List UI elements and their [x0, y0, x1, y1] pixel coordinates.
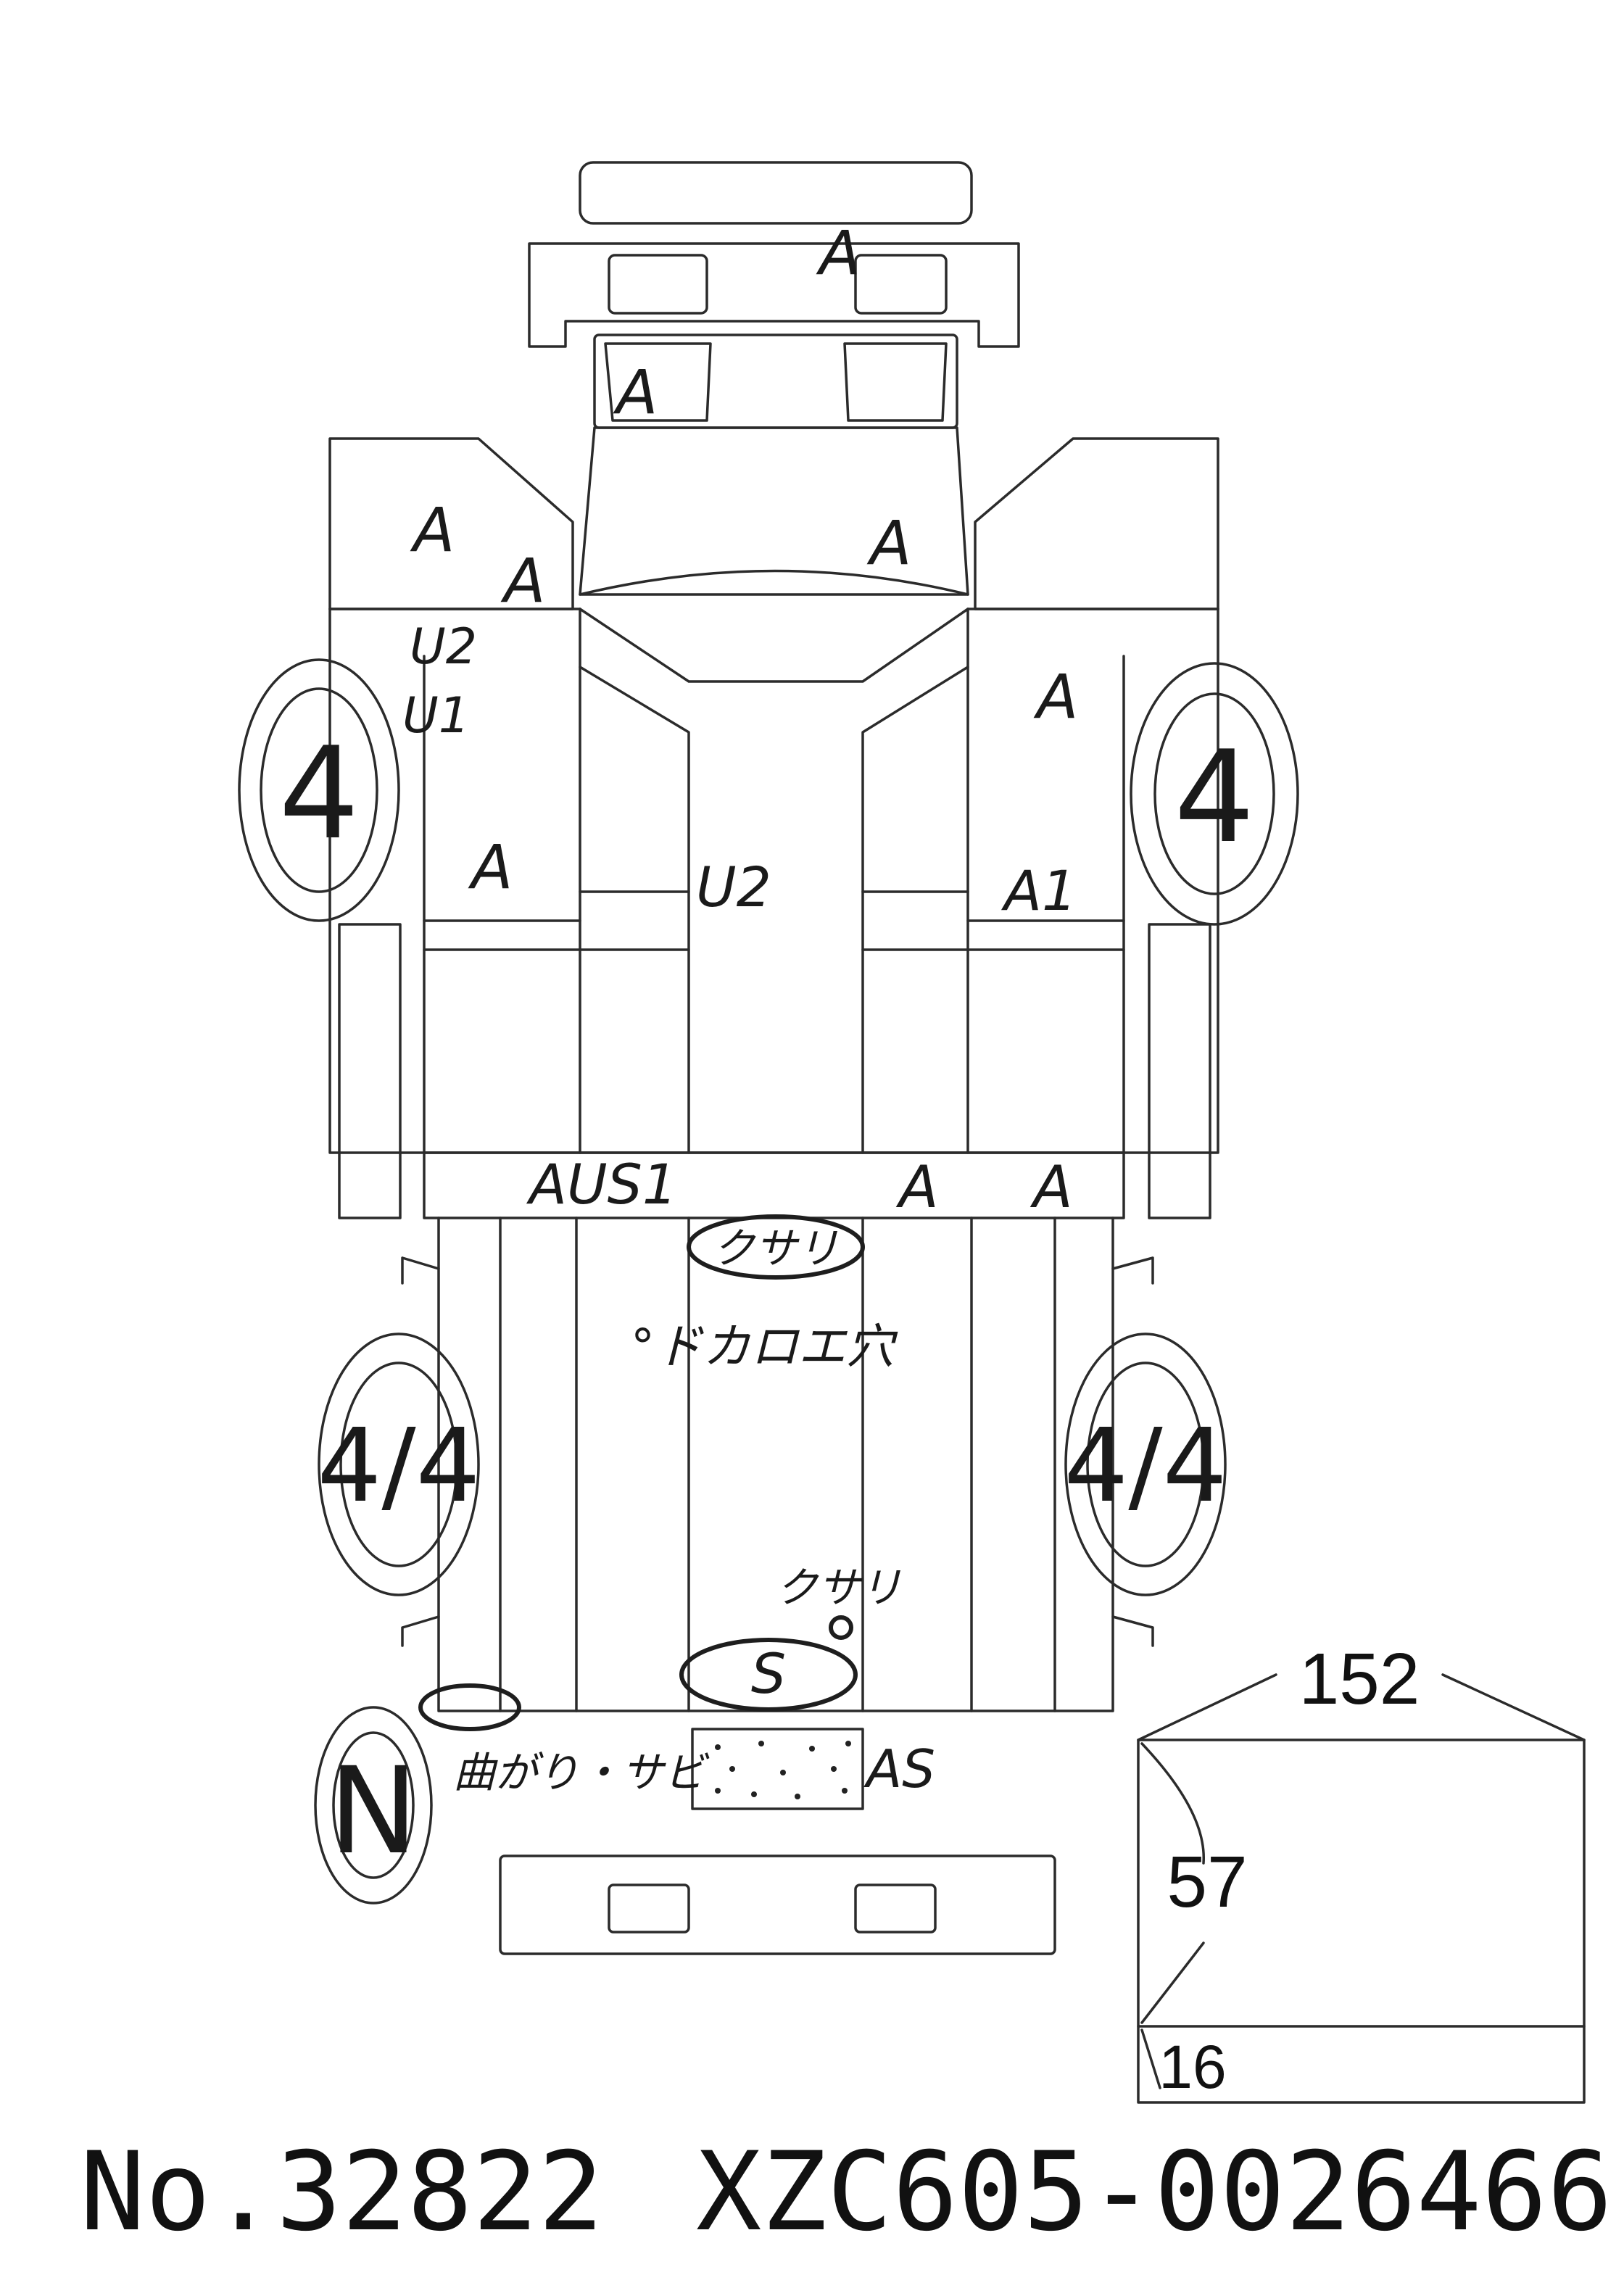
cab-floor-line	[579, 608, 969, 683]
dim-height-leaders	[1140, 1742, 1205, 2024]
rear-left-tire-outer	[318, 1333, 480, 1596]
bent-rust-circle	[418, 1683, 521, 1731]
front-right-tire-inner	[1153, 692, 1275, 895]
mark-left-step-u1: U1	[402, 687, 470, 745]
mark-left-step-u2: U2	[410, 618, 477, 676]
front-left-tire-inner	[260, 687, 378, 893]
dim-height: 57	[1167, 1841, 1247, 1923]
dimension-box: 152 57 16	[1137, 1638, 1586, 2104]
mark-right-mid: A	[1033, 661, 1078, 732]
rear-right-tire-outer	[1064, 1333, 1227, 1596]
front-bumper-outline	[579, 161, 973, 225]
note-rust-1: クサリ	[713, 1224, 839, 1273]
rear-light-left	[608, 1883, 690, 1934]
bed-ribs	[499, 1217, 1056, 1712]
rust-2-dot	[829, 1615, 853, 1640]
mark-front-bumper: A	[816, 217, 861, 289]
spare-tire-value: N	[328, 1741, 418, 1881]
cab-left-door-outline	[328, 437, 574, 610]
rust-1-circle	[687, 1214, 865, 1280]
mark-crossbar-right: A	[1030, 1153, 1073, 1221]
left-skirt	[338, 923, 402, 1219]
fender-left	[401, 1256, 440, 1647]
spare-tire-inner	[332, 1731, 415, 1879]
body-inner-sides	[423, 655, 1125, 1154]
rear-light-right	[854, 1883, 937, 1934]
note-rear-as: AS	[863, 1738, 935, 1799]
mark-left-mid: A	[468, 832, 513, 903]
mark-cab-left-pillar: A	[500, 545, 545, 616]
rear-right-tire-inner	[1086, 1362, 1205, 1567]
cab-roof-curve	[579, 569, 969, 596]
vehicle-number: No.32822	[80, 2129, 603, 2255]
bed-outline	[437, 1217, 1114, 1712]
note-drill-holes: °ドカロエ穴	[631, 1319, 898, 1375]
note-rust-2: クサリ	[776, 1563, 902, 1612]
dim-bottom: 16	[1159, 2033, 1226, 2101]
damage-marks: A A A A A U2 U1 A A U2 A1 AUS1 A A 4 4 4…	[278, 217, 1254, 1881]
dim-length: 152	[1299, 1638, 1420, 1720]
mark-cab-right-door: A	[866, 507, 911, 579]
spare-tire-outer	[314, 1706, 433, 1905]
rear-bumper-outline	[499, 1854, 1056, 1955]
dim-box-outer	[1137, 1738, 1586, 2104]
rear-step-dots	[715, 1741, 851, 1799]
dim-top-leaders	[1137, 1673, 1586, 1741]
rear-right-tire-value: 4/4	[1064, 1407, 1227, 1525]
vehicle-outline	[328, 161, 1219, 1955]
cab-side-lines	[579, 608, 969, 1154]
tires	[238, 658, 1299, 1905]
chassis-number: XZC605-0026466	[696, 2129, 1612, 2255]
s-circle	[679, 1638, 858, 1712]
front-left-tire-value: 4	[278, 721, 359, 868]
footer: No.32822 XZC605-0026466	[80, 2129, 1612, 2255]
fender-right	[1111, 1256, 1154, 1647]
dim-bottom-leader	[1140, 2028, 1161, 2089]
front-right-tire-value: 4	[1174, 724, 1254, 871]
mirror-left	[604, 342, 712, 422]
rear-left-tire-inner	[339, 1362, 458, 1567]
center-frame-lines	[579, 666, 969, 1154]
front-right-tire-outer	[1130, 662, 1299, 926]
mark-cab-left-door: A	[410, 494, 455, 565]
right-skirt	[1148, 923, 1211, 1219]
headlight-left	[608, 254, 708, 315]
mirror-right	[843, 342, 948, 422]
mark-center-frame: U2	[696, 855, 771, 919]
headlight-right	[854, 254, 948, 315]
front-panel-outline	[528, 242, 1020, 348]
mark-crossbar-left: AUS1	[526, 1152, 677, 1217]
cab-right-door-outline	[974, 437, 1219, 610]
note-circled-s: S	[751, 1641, 786, 1706]
mark-front-grille: A	[613, 357, 658, 428]
rear-left-tire-value: 4/4	[317, 1407, 480, 1525]
mark-crossbar-mid: A	[895, 1153, 939, 1221]
mark-right-lower: A1	[1000, 858, 1077, 923]
note-bent-rust: 曲がり・サビ	[453, 1748, 710, 1797]
front-left-tire-outer	[238, 658, 400, 922]
rear-step	[691, 1728, 864, 1810]
notes: クサリ °ドカロエ穴 クサリ S 曲がり・サビ AS	[418, 1214, 935, 1799]
